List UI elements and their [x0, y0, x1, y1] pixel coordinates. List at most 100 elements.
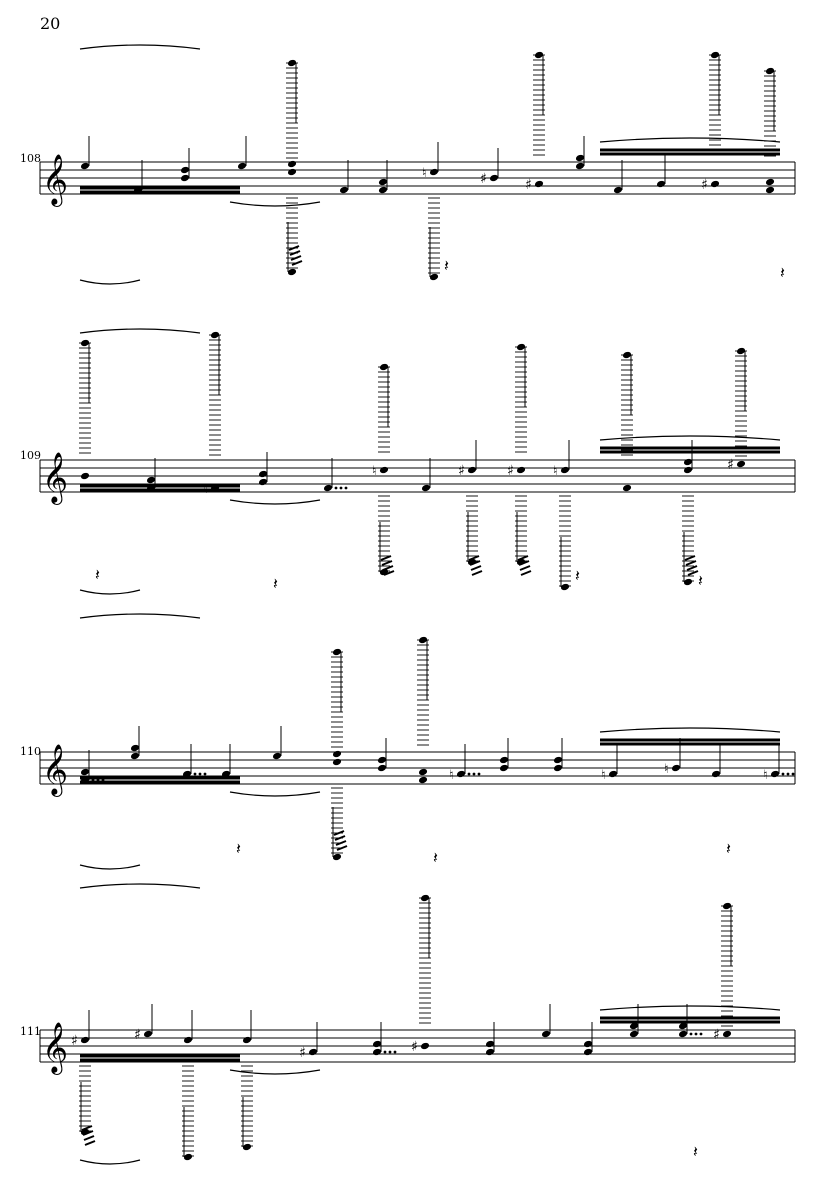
tremolo-stroke: [83, 1135, 95, 1141]
notehead: [553, 756, 563, 764]
tie: [599, 137, 781, 143]
notehead: [143, 1030, 153, 1038]
notehead: [608, 770, 618, 778]
notehead: [378, 186, 388, 194]
notehead: [683, 466, 693, 474]
sharp-icon: ♯: [507, 463, 514, 479]
tremolo-stroke: [518, 560, 530, 566]
notehead: [421, 484, 431, 492]
notehead: [420, 1042, 430, 1050]
notehead: [765, 186, 775, 194]
augmentation-dot: [689, 1032, 693, 1036]
notehead: [683, 578, 693, 586]
notehead: [683, 458, 693, 466]
augmentation-dot: [344, 486, 348, 490]
notehead: [287, 160, 297, 168]
augmentation-dot: [339, 486, 343, 490]
tremolo-stroke: [290, 255, 302, 261]
tie: [79, 864, 141, 870]
sharp-icon: ♯: [71, 1033, 78, 1049]
notehead: [183, 1153, 193, 1161]
treble-clef: 𝄞: [42, 452, 68, 505]
notehead: [242, 1143, 252, 1151]
notehead: [237, 162, 247, 170]
rest-icon: 𝄽: [95, 565, 100, 584]
rest-icon: 𝄽: [236, 839, 241, 858]
tremolo-stroke: [519, 565, 531, 571]
tremolo-stroke: [381, 560, 393, 566]
tie: [79, 883, 201, 889]
natural-icon: ♮: [422, 166, 427, 181]
augmentation-dot: [393, 1050, 397, 1054]
sharp-icon: ♯: [411, 1039, 418, 1055]
natural-icon: ♮: [763, 768, 768, 783]
tremolo-stroke: [383, 570, 395, 576]
notehead: [80, 768, 90, 776]
tremolo-stroke: [468, 555, 480, 561]
measure-number-111: 111: [20, 1025, 41, 1038]
tie: [79, 328, 201, 334]
tremolo-stroke: [687, 570, 699, 576]
augmentation-dot: [388, 1050, 392, 1054]
tremolo-stroke: [517, 555, 529, 561]
augmentation-dot: [334, 486, 338, 490]
notehead: [560, 583, 570, 591]
notehead: [678, 1030, 688, 1038]
tie: [79, 279, 141, 285]
tie: [79, 589, 141, 595]
augmentation-dot: [477, 772, 481, 776]
tremolo-stroke: [382, 565, 394, 571]
notehead: [575, 154, 585, 162]
tremolo-stroke: [336, 845, 348, 851]
augmentation-dot: [694, 1032, 698, 1036]
notehead: [323, 484, 333, 492]
notehead: [575, 162, 585, 170]
notehead: [180, 174, 190, 182]
notehead: [146, 476, 156, 484]
sharp-icon: ♯: [713, 1027, 720, 1043]
notehead: [80, 472, 90, 480]
tremolo-stroke: [335, 840, 347, 846]
tremolo-stroke: [84, 1140, 96, 1146]
augmentation-dot: [383, 1050, 387, 1054]
notehead: [485, 1040, 495, 1048]
notehead: [534, 180, 544, 188]
notehead: [377, 756, 387, 764]
notehead: [765, 178, 775, 186]
augmentation-dot: [699, 1032, 703, 1036]
tie: [599, 435, 781, 441]
tremolo-stroke: [291, 260, 303, 266]
notehead: [499, 756, 509, 764]
notehead: [629, 1030, 639, 1038]
notehead: [560, 466, 570, 474]
notehead: [429, 273, 439, 281]
natural-icon: ♮: [449, 768, 454, 783]
notehead: [372, 1048, 382, 1056]
tremolo-stroke: [520, 570, 532, 576]
notehead: [130, 752, 140, 760]
notehead: [456, 770, 466, 778]
augmentation-dot: [203, 772, 207, 776]
notehead: [221, 770, 231, 778]
sharp-icon: ♯: [134, 1027, 141, 1043]
notehead: [583, 1040, 593, 1048]
natural-icon: ♮: [372, 464, 377, 479]
tie: [599, 727, 781, 733]
notehead: [678, 1022, 688, 1030]
notehead: [332, 750, 342, 758]
tie: [229, 791, 321, 797]
notehead: [629, 1022, 639, 1030]
rest-icon: 𝄽: [780, 263, 785, 282]
measure-number-109: 109: [20, 449, 41, 462]
sharp-icon: ♯: [299, 1045, 306, 1061]
tie: [229, 499, 321, 505]
notehead: [332, 758, 342, 766]
notehead: [516, 466, 526, 474]
notehead: [258, 478, 268, 486]
rest-icon: 𝄽: [726, 839, 731, 858]
tremolo-stroke: [288, 245, 300, 251]
rest-icon: 𝄽: [575, 566, 580, 585]
notehead: [378, 178, 388, 186]
notehead: [710, 180, 720, 188]
